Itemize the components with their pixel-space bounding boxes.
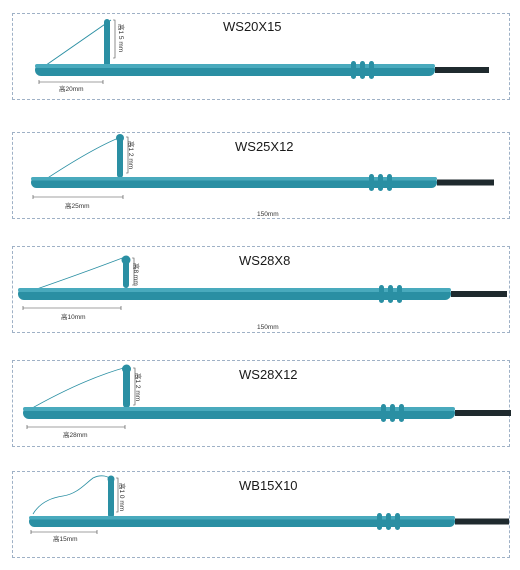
model-title: WS28X8 [239, 253, 291, 268]
model-title: WS25X12 [235, 139, 294, 154]
length-dimension-label: 150mm [257, 211, 279, 218]
model-title: WS20X15 [223, 19, 282, 34]
product-panel-ws25x12: WS25X12 高1 2 mm 高25mm 150mm [12, 132, 510, 219]
height-dimension-label: 高8 mm [132, 263, 139, 286]
width-dimension-label: 高28mm [63, 432, 88, 439]
product-panel-ws28x12: WS28X12 高1 2 mm 高28mm [12, 360, 511, 447]
length-dimension-label: 150mm [257, 324, 279, 331]
electrode-illustration [29, 475, 509, 534]
electrode-illustration [31, 134, 494, 199]
electrode-illustration [35, 19, 489, 84]
height-dimension-label: 高1 2 mm [134, 373, 141, 402]
electrode-illustration [23, 364, 511, 429]
width-dimension-label: 高20mm [59, 86, 84, 93]
width-dimension-label: 高15mm [53, 536, 78, 543]
model-title: WB15X10 [239, 478, 298, 493]
height-dimension-label: 高1 2 mm [127, 141, 134, 170]
electrode-illustration [18, 255, 507, 310]
model-title: WS28X12 [239, 367, 298, 382]
product-panel-wb15x10: WB15X10 高1 0 mm 高15mm [12, 471, 510, 558]
width-dimension-label: 高25mm [65, 203, 90, 210]
width-dimension-label: 高10mm [61, 314, 86, 321]
product-panel-ws20x15: WS20X15 高1 5 mm 高20mm [12, 13, 510, 100]
product-panel-ws28x8: WS28X8 高8 mm 高10mm 150mm [12, 246, 510, 333]
height-dimension-label: 高1 5 mm [117, 24, 124, 53]
height-dimension-label: 高1 0 mm [118, 483, 125, 512]
